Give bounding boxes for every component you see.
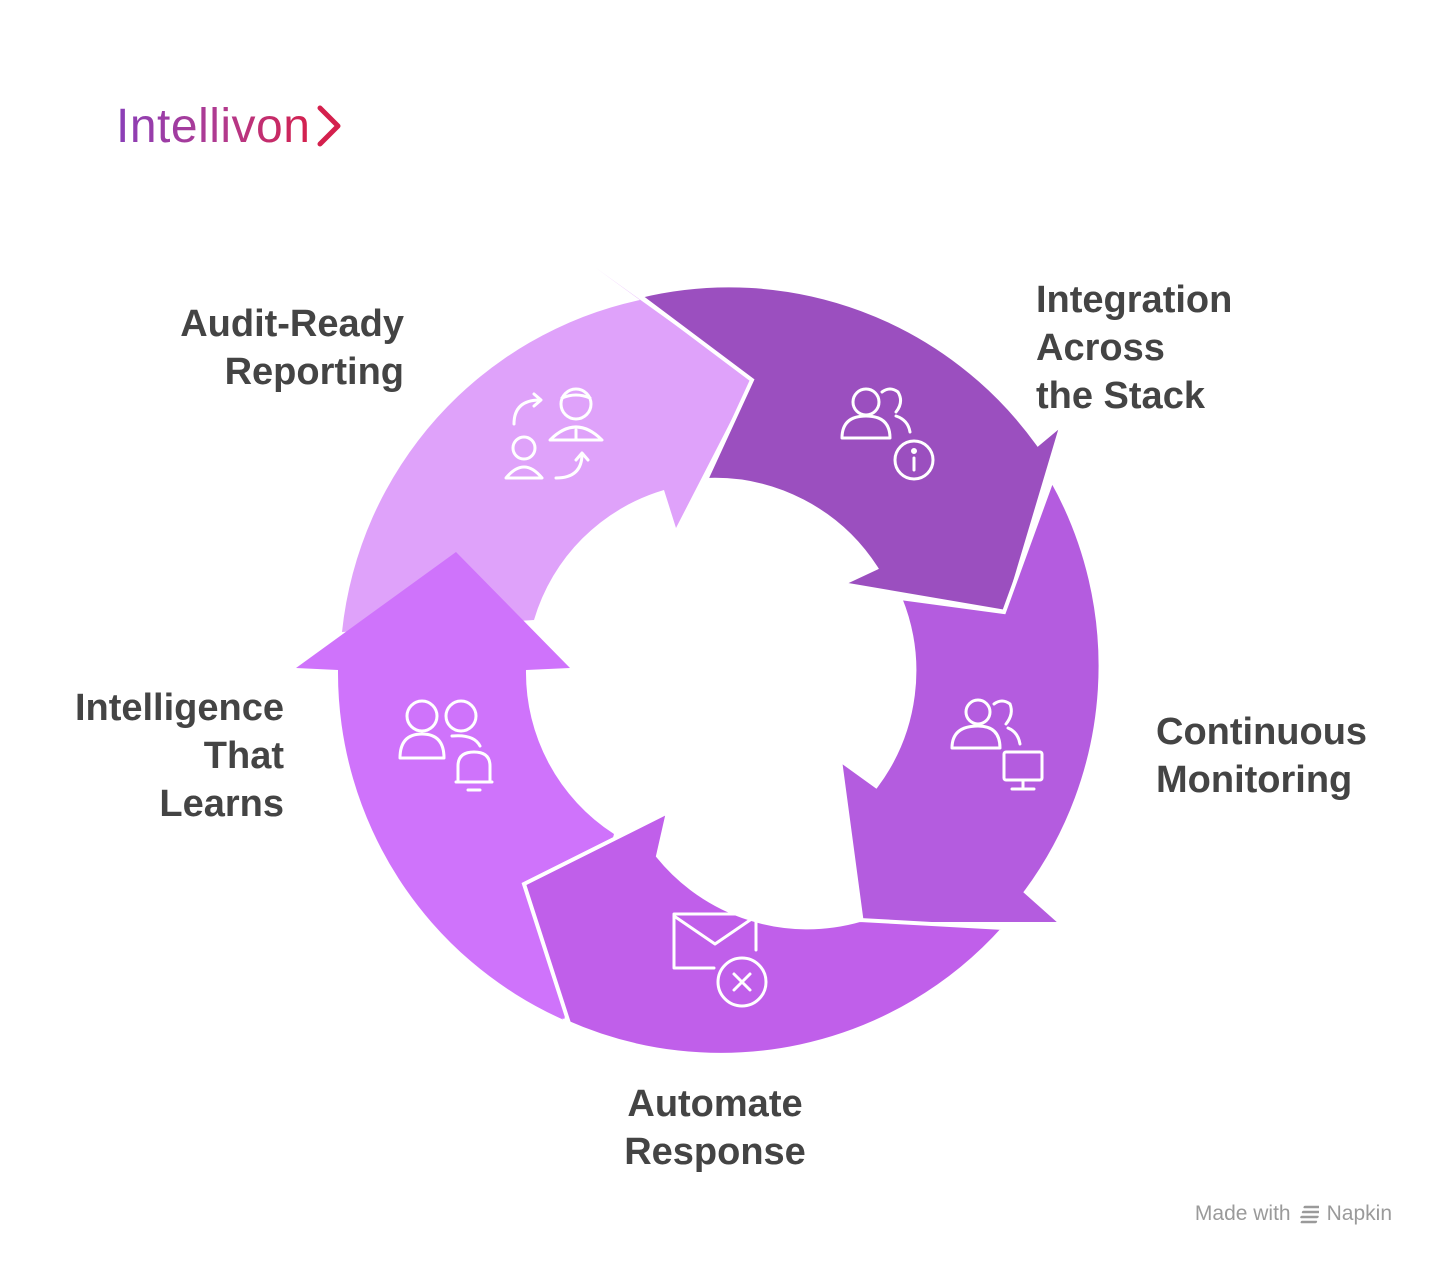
arrow-integration — [635, 283, 1066, 615]
made-with-napkin: Made with Napkin — [1195, 1202, 1392, 1226]
napkin-logo-icon — [1299, 1205, 1319, 1224]
label-line: Continuous — [1156, 711, 1368, 753]
label-line: Response — [624, 1131, 806, 1173]
label-intelligence-that-learns: Intelligence That Learns — [40, 684, 284, 828]
label-continuous-monitoring: Continuous Monitoring — [1156, 708, 1416, 804]
label-audit-ready-reporting: Audit-Ready Reporting — [120, 300, 404, 396]
arrow-audit — [342, 268, 752, 632]
users-exchange-icon — [504, 387, 604, 480]
label-line: Reporting — [224, 351, 404, 393]
label-line: Automate — [627, 1083, 803, 1125]
label-line: Monitoring — [1156, 759, 1353, 801]
label-line: That — [203, 735, 284, 777]
label-line: Integration — [1036, 279, 1233, 321]
footer-brand: Napkin — [1326, 1202, 1392, 1225]
label-line: Across — [1036, 327, 1165, 369]
label-integration-across-stack: Integration Across the Stack — [1036, 276, 1336, 420]
label-automate-response: Automate Response — [560, 1080, 870, 1176]
label-line: Learns — [159, 783, 284, 825]
footer-prefix: Made with — [1194, 1202, 1291, 1225]
chevron-right-icon — [317, 105, 341, 147]
brand-logo: Intellivon — [116, 96, 344, 156]
arrow-automate — [521, 808, 1009, 1077]
brand-name: Intellivon — [116, 99, 311, 153]
label-line: the Stack — [1036, 375, 1205, 417]
users-info-icon — [840, 387, 935, 481]
label-line: Audit-Ready — [180, 303, 404, 345]
users-bell-icon — [398, 699, 494, 792]
label-line: Intelligence — [74, 687, 284, 729]
mail-cancel-icon — [672, 912, 768, 1008]
users-monitor-icon — [950, 698, 1044, 791]
